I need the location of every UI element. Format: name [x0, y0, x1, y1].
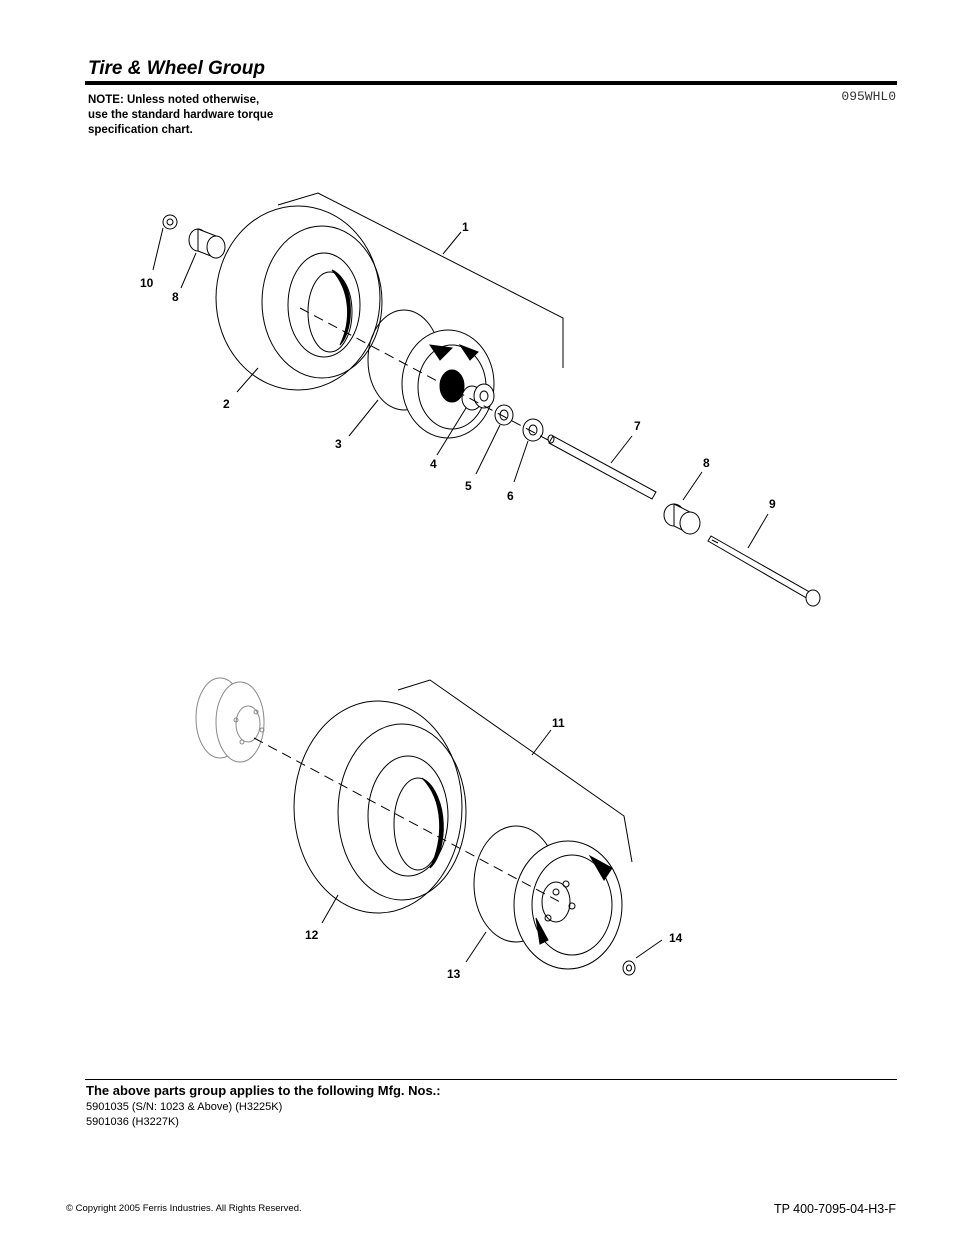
- leader-9: [747, 513, 769, 549]
- bearing: [461, 383, 495, 411]
- bracket-line-1: [277, 192, 564, 368]
- spacer-right: [663, 503, 701, 535]
- leader-6: [513, 440, 529, 483]
- callout-14: 14: [669, 931, 683, 945]
- mfg-number-2: 5901036 (H3227K): [86, 1116, 179, 1128]
- axle-bolt: [707, 535, 821, 607]
- leader-8b: [682, 471, 703, 501]
- tire-front: [215, 205, 383, 391]
- bracket-line-11: [397, 679, 633, 863]
- note-line-2: use the standard hardware torque: [88, 109, 274, 121]
- leader-12: [321, 894, 339, 924]
- mfg-number-1: 5901035 (S/N: 1023 & Above) (H3225K): [86, 1101, 283, 1113]
- callout-3: 3: [335, 437, 342, 451]
- callout-13: 13: [447, 967, 461, 981]
- callout-12: 12: [305, 928, 319, 942]
- leader-4: [436, 407, 467, 456]
- document-number: TP 400-7095-04-H3-F: [773, 1202, 896, 1216]
- lug-nut: [622, 960, 636, 976]
- callout-1: 1: [462, 220, 469, 234]
- note-line-3: specification chart.: [88, 124, 193, 136]
- callout-8a: 8: [172, 290, 179, 304]
- leader-8a: [180, 252, 197, 289]
- wheel-hub: [195, 677, 265, 763]
- leader-2: [236, 367, 259, 393]
- note-line-1: NOTE: Unless noted otherwise,: [88, 94, 260, 106]
- spacer-left: [188, 228, 226, 259]
- title-rule: [85, 81, 897, 85]
- tire-rear: [293, 700, 467, 914]
- lock-nut: [162, 214, 178, 230]
- callout-9: 9: [769, 497, 776, 511]
- leader-10: [152, 227, 164, 271]
- leader-5: [475, 424, 501, 475]
- leader-11: [531, 729, 552, 756]
- copyright-notice: © Copyright 2005 Ferris Industries. All …: [66, 1203, 302, 1214]
- washer: [522, 418, 544, 442]
- wheel-front: [367, 309, 495, 439]
- callout-4: 4: [430, 457, 437, 471]
- callout-5: 5: [465, 479, 472, 493]
- callout-2: 2: [223, 397, 230, 411]
- callout-7: 7: [634, 419, 641, 433]
- page-title: Tire & Wheel Group: [88, 58, 266, 79]
- footer-rule: [85, 1079, 897, 1080]
- callout-11: 11: [552, 716, 565, 730]
- leader-13: [465, 931, 487, 963]
- callout-10: 10: [140, 276, 154, 290]
- leader-14: [635, 939, 663, 959]
- drawing-code: 095WHL0: [841, 89, 896, 104]
- leader-1: [442, 231, 462, 255]
- callout-6: 6: [507, 489, 514, 503]
- wheel-rear: [473, 825, 623, 970]
- applies-heading: The above parts group applies to the fol…: [86, 1083, 441, 1098]
- leader-3: [348, 399, 379, 437]
- spacer-tube: [547, 434, 657, 500]
- torque-note: NOTE: Unless noted otherwise, use the st…: [88, 93, 328, 138]
- leader-7: [610, 435, 633, 464]
- nut: [494, 404, 514, 426]
- callout-8b: 8: [703, 456, 710, 470]
